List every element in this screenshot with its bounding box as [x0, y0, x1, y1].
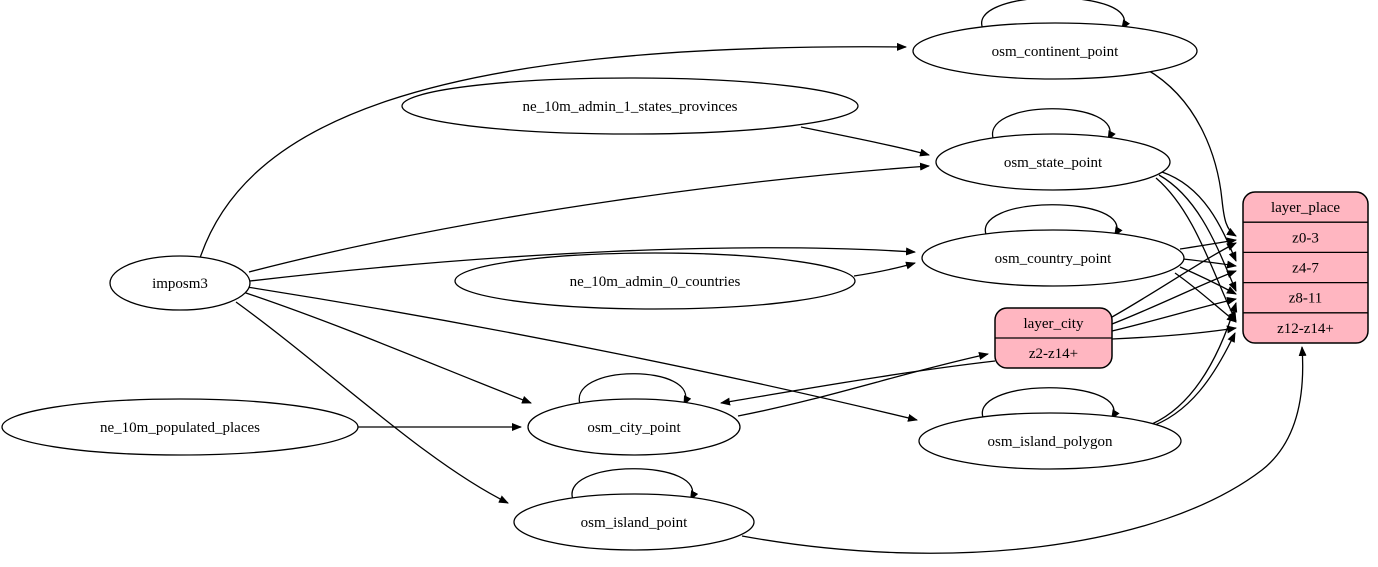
- edge-imposm3-to-osm_continent_point: [199, 42, 907, 259]
- edge-imposm3-to-osm_state_point: [248, 162, 930, 273]
- layer_city-row-layer_city: layer_city: [1024, 316, 1084, 332]
- node-osm_country_point: osm_country_point: [921, 204, 1185, 287]
- ne_10m_admin_1_states_provinces-label: ne_10m_admin_1_states_provinces: [523, 99, 738, 115]
- layer_place-box: [1242, 191, 1369, 344]
- node-osm_continent_point: osm_continent_point: [912, 0, 1198, 80]
- osm_city_point-label: osm_city_point: [587, 420, 681, 436]
- osm_country_point-ellipse: [921, 229, 1185, 287]
- edge-layer_city-to-layer_place-z8-11: [1111, 297, 1237, 332]
- node-osm_city_point: osm_city_point: [527, 373, 741, 456]
- node-osm_island_point: osm_island_point: [513, 468, 755, 551]
- node-osm_state_point: osm_state_point: [935, 108, 1171, 191]
- record-layer_city: layer_city z2-z14+: [994, 307, 1113, 369]
- imposm3-ellipse: [109, 255, 251, 311]
- edge-osm_country_point-to-layer_place-z8-11: [1179, 266, 1237, 295]
- edge-osm_country_point-to-layer_place-z4-7: [1182, 258, 1237, 269]
- edge-imposm3-to-osm_country_point: [249, 247, 916, 282]
- edge-osm_island_point-to-layer_place-z12-z14+: [741, 346, 1307, 554]
- node-osm_island_polygon: osm_island_polygon: [918, 387, 1182, 470]
- self-loop-osm_island_point: [571, 468, 699, 503]
- osm_country_point-label: osm_country_point: [995, 251, 1112, 267]
- self-loop-osm_continent_point: [981, 0, 1130, 32]
- edge-layer_city-to-osm_city_point: [720, 360, 996, 406]
- imposm3-label: imposm3: [152, 276, 208, 292]
- ne_10m_populated_places-ellipse: [1, 398, 359, 456]
- ne_10m_admin_0_countries-label: ne_10m_admin_0_countries: [570, 274, 741, 290]
- ne_10m_admin_1_states_provinces-ellipse: [401, 77, 859, 135]
- self-loop-osm_city_point: [578, 373, 692, 408]
- self-loop-osm_state_point: [991, 108, 1116, 143]
- edge-layer_city-to-layer_place-z4-7: [1111, 270, 1237, 325]
- node-ne_10m_admin_1_states_provinces: ne_10m_admin_1_states_provinces: [401, 77, 859, 135]
- edge-imposm3-to-osm_city_point: [242, 291, 532, 404]
- node-imposm3: imposm3: [109, 255, 251, 311]
- edge-osm_island_polygon-to-layer_place-z12-z14+: [1146, 332, 1236, 429]
- layer_place-row-z12-z14+: z12-z14+: [1277, 321, 1334, 337]
- self-loop-osm_island_polygon: [981, 387, 1120, 422]
- self-loop-osm_country_point: [984, 204, 1123, 239]
- edge-ne_10m_admin_1_states_provinces-to-osm_state_point: [800, 126, 930, 157]
- node-ne_10m_admin_0_countries: ne_10m_admin_0_countries: [454, 252, 856, 310]
- edge-imposm3-to-osm_island_polygon: [246, 286, 918, 422]
- layer_place-row-layer_place: layer_place: [1271, 200, 1340, 216]
- layer_place-row-z0-3: z0-3: [1292, 230, 1319, 246]
- osm_state_point-ellipse: [935, 133, 1171, 191]
- osm_island_point-label: osm_island_point: [581, 515, 689, 531]
- node-ne_10m_populated_places: ne_10m_populated_places: [1, 398, 359, 456]
- edge-layer_city-to-layer_place-z0-3: [1111, 242, 1237, 318]
- record-layer_place: layer_place z0-3 z4-7 z8-11 z12-z14+: [1242, 191, 1369, 344]
- osm_island_point-ellipse: [513, 493, 755, 551]
- osm_continent_point-ellipse: [912, 22, 1198, 80]
- osm_city_point-ellipse: [527, 398, 741, 456]
- osm_continent_point-label: osm_continent_point: [992, 44, 1119, 60]
- ne_10m_populated_places-label: ne_10m_populated_places: [100, 420, 260, 436]
- edge-osm_island_polygon-to-layer_place-z8-11: [1151, 302, 1238, 425]
- edge-layer_city-to-layer_place-z12-z14+: [1111, 325, 1237, 340]
- edge-osm_country_point-to-layer_place-z0-3: [1179, 237, 1237, 250]
- osm_island_polygon-ellipse: [918, 412, 1182, 470]
- edge-osm_continent_point-to-layer_place-z0-3: [1145, 68, 1237, 237]
- osm_state_point-label: osm_state_point: [1004, 155, 1103, 171]
- ne_10m_admin_0_countries-ellipse: [454, 252, 856, 310]
- osm_island_polygon-label: osm_island_polygon: [987, 434, 1113, 450]
- edge-ne_10m_admin_0_countries-to-osm_country_point: [853, 261, 916, 277]
- edge-imposm3-to-osm_island_point: [235, 301, 509, 504]
- layer_place-row-z8-11: z8-11: [1289, 291, 1323, 307]
- layer_place-row-z4-7: z4-7: [1292, 261, 1319, 277]
- edge-osm_country_point-to-layer_place-z12-z14+: [1174, 272, 1237, 323]
- edge-osm_city_point-to-layer_city-z2-z14+: [737, 351, 989, 417]
- layer_city-row-z2-z14+: z2-z14+: [1029, 346, 1078, 362]
